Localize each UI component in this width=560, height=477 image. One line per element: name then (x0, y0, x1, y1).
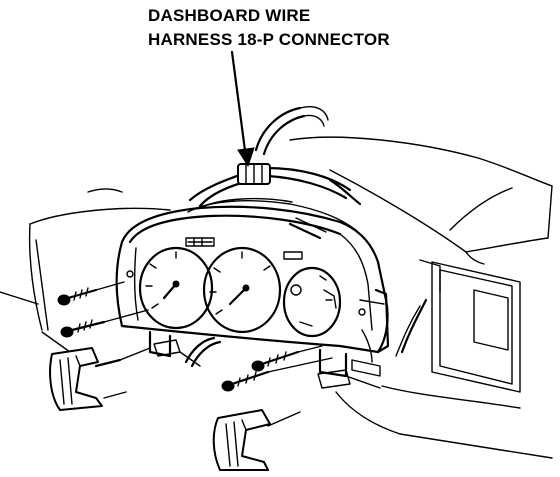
mounting-screws (57, 281, 333, 392)
connector-callout-label: DASHBOARD WIRE HARNESS 18-P CONNECTOR (148, 4, 390, 52)
wire-harness (188, 106, 362, 208)
speedometer-dial (138, 246, 214, 330)
screw-lower-left (60, 319, 106, 338)
instrument-cluster (115, 197, 390, 378)
gauge-dial-small (282, 266, 342, 338)
connector-left (49, 347, 151, 411)
screw-upper-left (57, 287, 98, 306)
callout-line-2: HARNESS 18-P CONNECTOR (148, 30, 390, 49)
callout-arrow (230, 50, 255, 168)
tachometer-dial (202, 246, 282, 334)
callout-line-1: DASHBOARD WIRE (148, 6, 311, 25)
cluster-gauges (126, 237, 366, 338)
screw-bottom (221, 370, 270, 392)
right-side-bracket (335, 259, 553, 459)
dashboard-left-panel (0, 188, 171, 353)
screw-lower-center (251, 350, 300, 372)
harness-plugs (153, 336, 381, 389)
dashboard-upper-cover (289, 136, 553, 265)
connector-bottom (212, 409, 301, 471)
